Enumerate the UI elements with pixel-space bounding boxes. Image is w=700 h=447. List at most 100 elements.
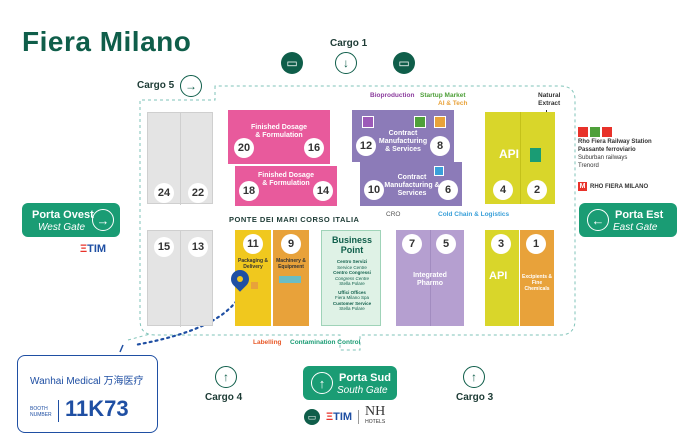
- business-title-1: Business: [331, 235, 373, 245]
- hall-number-2: 2: [527, 180, 547, 200]
- metro-icon: M: [578, 182, 587, 191]
- cargo-4-label: Cargo 4: [205, 392, 243, 403]
- hall-number-24: 24: [154, 183, 174, 203]
- business-l2: Service Centre: [337, 264, 367, 270]
- gate-west-name: Porta Ovest: [32, 209, 94, 221]
- hall-number-4: 4: [493, 180, 513, 200]
- cold-chain-marker: [434, 166, 444, 176]
- hall-number-15: 15: [154, 237, 174, 257]
- gate-west[interactable]: Porta Ovest West Gate →: [22, 203, 120, 237]
- business-l1: Centro Servizi: [336, 259, 368, 264]
- cargo-1-label: Cargo 1: [330, 38, 368, 49]
- booth-label-1: BOOTH: [30, 406, 48, 412]
- hall-label-fdf-bottom: Finished Dosage & Formulation: [257, 172, 314, 187]
- business-l8: Customer Service: [332, 300, 372, 306]
- hall-number-5: 5: [436, 234, 456, 254]
- rail-line-2: Passante ferroviario: [578, 147, 636, 153]
- label-contamination: Contamination Control: [290, 339, 361, 346]
- hall-finished-dosage-top: Finished Dosage & Formulation 20 16: [228, 110, 330, 164]
- cargo-5-label: Cargo 5: [137, 80, 175, 91]
- gate-south[interactable]: ↑ Porta Sud South Gate: [303, 366, 397, 400]
- hall-number-9: 9: [281, 234, 301, 254]
- startup-marker: [414, 116, 426, 128]
- business-l6: Uffici Offices: [338, 289, 366, 295]
- rail-info: Rho Fiera Railway Station Passante ferro…: [578, 138, 652, 170]
- tim-text-south: TIM: [333, 411, 353, 423]
- hall-number-8: 8: [430, 136, 450, 156]
- hall-number-13: 13: [188, 237, 208, 257]
- booth-label: BOOTH NUMBER: [30, 406, 52, 418]
- arrow-down-icon: ↓: [335, 52, 357, 74]
- page-title: Fiera Milano: [22, 26, 192, 57]
- corso-italia-label: PONTE DEI MARI CORSO ITALIA: [229, 215, 360, 224]
- hall-number-12: 12: [356, 136, 376, 156]
- hall-excipients: 1 Excipients & Fine Chemicals: [520, 230, 554, 326]
- hall-label-cms-top: Contract Manufacturing & Services: [378, 130, 428, 153]
- hall-finished-dosage-bottom: Finished Dosage & Formulation 18 14: [235, 166, 337, 206]
- hall-label-api-bottom: API: [489, 270, 508, 282]
- contamination-marker: [279, 276, 301, 283]
- suburban-icon: [590, 127, 600, 137]
- business-point-details: Centro Servizi Service Centre Centro Con…: [322, 259, 382, 312]
- business-l5: Stella Polare: [339, 281, 365, 286]
- hall-number-7: 7: [402, 234, 422, 254]
- booth-number: 11K73: [65, 396, 129, 421]
- hall-label-fdf-top: Finished Dosage & Formulation: [250, 124, 307, 139]
- hall-15-13: 15 13: [147, 230, 213, 327]
- hall-label-api-top: API: [499, 147, 520, 161]
- rail-line-1: Rho Fiera Railway Station: [578, 139, 652, 145]
- label-bioproduction: Bioproduction: [370, 92, 415, 99]
- tim-mark-icon: Ξ: [326, 411, 334, 423]
- gate-south-name: Porta Sud: [339, 372, 391, 384]
- label-natural: Natural: [538, 92, 561, 99]
- arrow-up-icon-cargo3: ↑: [463, 366, 485, 388]
- metro-info: M RHO FIERA MILANO: [578, 182, 648, 191]
- label-labelling: Labelling: [253, 339, 282, 346]
- labelling-marker: [251, 282, 258, 289]
- hall-number-6: 6: [438, 180, 458, 200]
- hall-number-1: 1: [526, 234, 546, 254]
- arrow-up-icon: ↑: [311, 372, 333, 394]
- nh-text: NH: [365, 404, 386, 419]
- nh-logo: NH HOTELS: [365, 404, 386, 427]
- hall-label-packaging: Packaging & Delivery: [237, 258, 268, 270]
- location-pin-dot: [237, 276, 243, 282]
- hall-integrated-pharmo: 7 5 Integrated Pharmo: [396, 230, 464, 326]
- rail-line-3: Suburban railways: [578, 155, 628, 161]
- hall-9-machinery: 9 Machinery & Equipment: [273, 230, 309, 326]
- metro-label: RHO FIERA MILANO: [590, 183, 649, 190]
- gate-east-name: Porta Est: [615, 209, 664, 221]
- hall-number-20: 20: [234, 138, 254, 158]
- hall-24-22: 24 22: [147, 112, 213, 205]
- label-startup-market: Startup Market: [420, 92, 466, 99]
- booth-card: Wanhai Medical 万海医疗 BOOTH NUMBER 11K73: [17, 355, 158, 433]
- hall-number-10: 10: [364, 180, 384, 200]
- label-cro: CRO: [386, 211, 401, 218]
- hall-cms-top: Contract Manufacturing & Services 12 8: [352, 110, 454, 162]
- bioproduction-marker: [362, 116, 374, 128]
- cargo-3-label: Cargo 3: [456, 392, 494, 403]
- arrow-right-icon: →: [180, 75, 202, 97]
- label-ai-tech: AI & Tech: [438, 100, 468, 107]
- trenord-icon: [602, 127, 612, 137]
- hotels-text: HOTELS: [365, 419, 386, 425]
- arrow-up-icon-cargo4: ↑: [215, 366, 237, 388]
- bus-icon: ▭: [281, 52, 303, 74]
- hall-label-excipients: Excipients & Fine Chemicals: [522, 274, 553, 292]
- hall-number-22: 22: [188, 183, 208, 203]
- natural-extract-marker: [530, 148, 541, 162]
- business-l3: Centro Congressi: [333, 270, 371, 275]
- bus-icon-south: ▭: [304, 409, 320, 425]
- sponsors-south: ▭ Ξ TIM NH HOTELS: [304, 404, 386, 427]
- ai-tech-marker: [434, 116, 446, 128]
- hall-number-14: 14: [313, 181, 333, 201]
- hall-label-cms-bottom: Contract Manufacturing & Services: [384, 174, 440, 197]
- gate-east[interactable]: ← Porta Est East Gate: [579, 203, 677, 237]
- railway-icon: [578, 127, 588, 137]
- business-l7: Fiera Milano Spa: [334, 295, 370, 300]
- hall-cms-bottom: Contract Manufacturing & Services 10 6: [360, 162, 462, 206]
- hall-label-pharmo: Integrated Pharmo: [413, 272, 447, 287]
- business-l4: Congress Centre: [334, 275, 370, 281]
- hall-number-11: 11: [243, 234, 263, 254]
- arrow-right-icon: →: [92, 209, 114, 231]
